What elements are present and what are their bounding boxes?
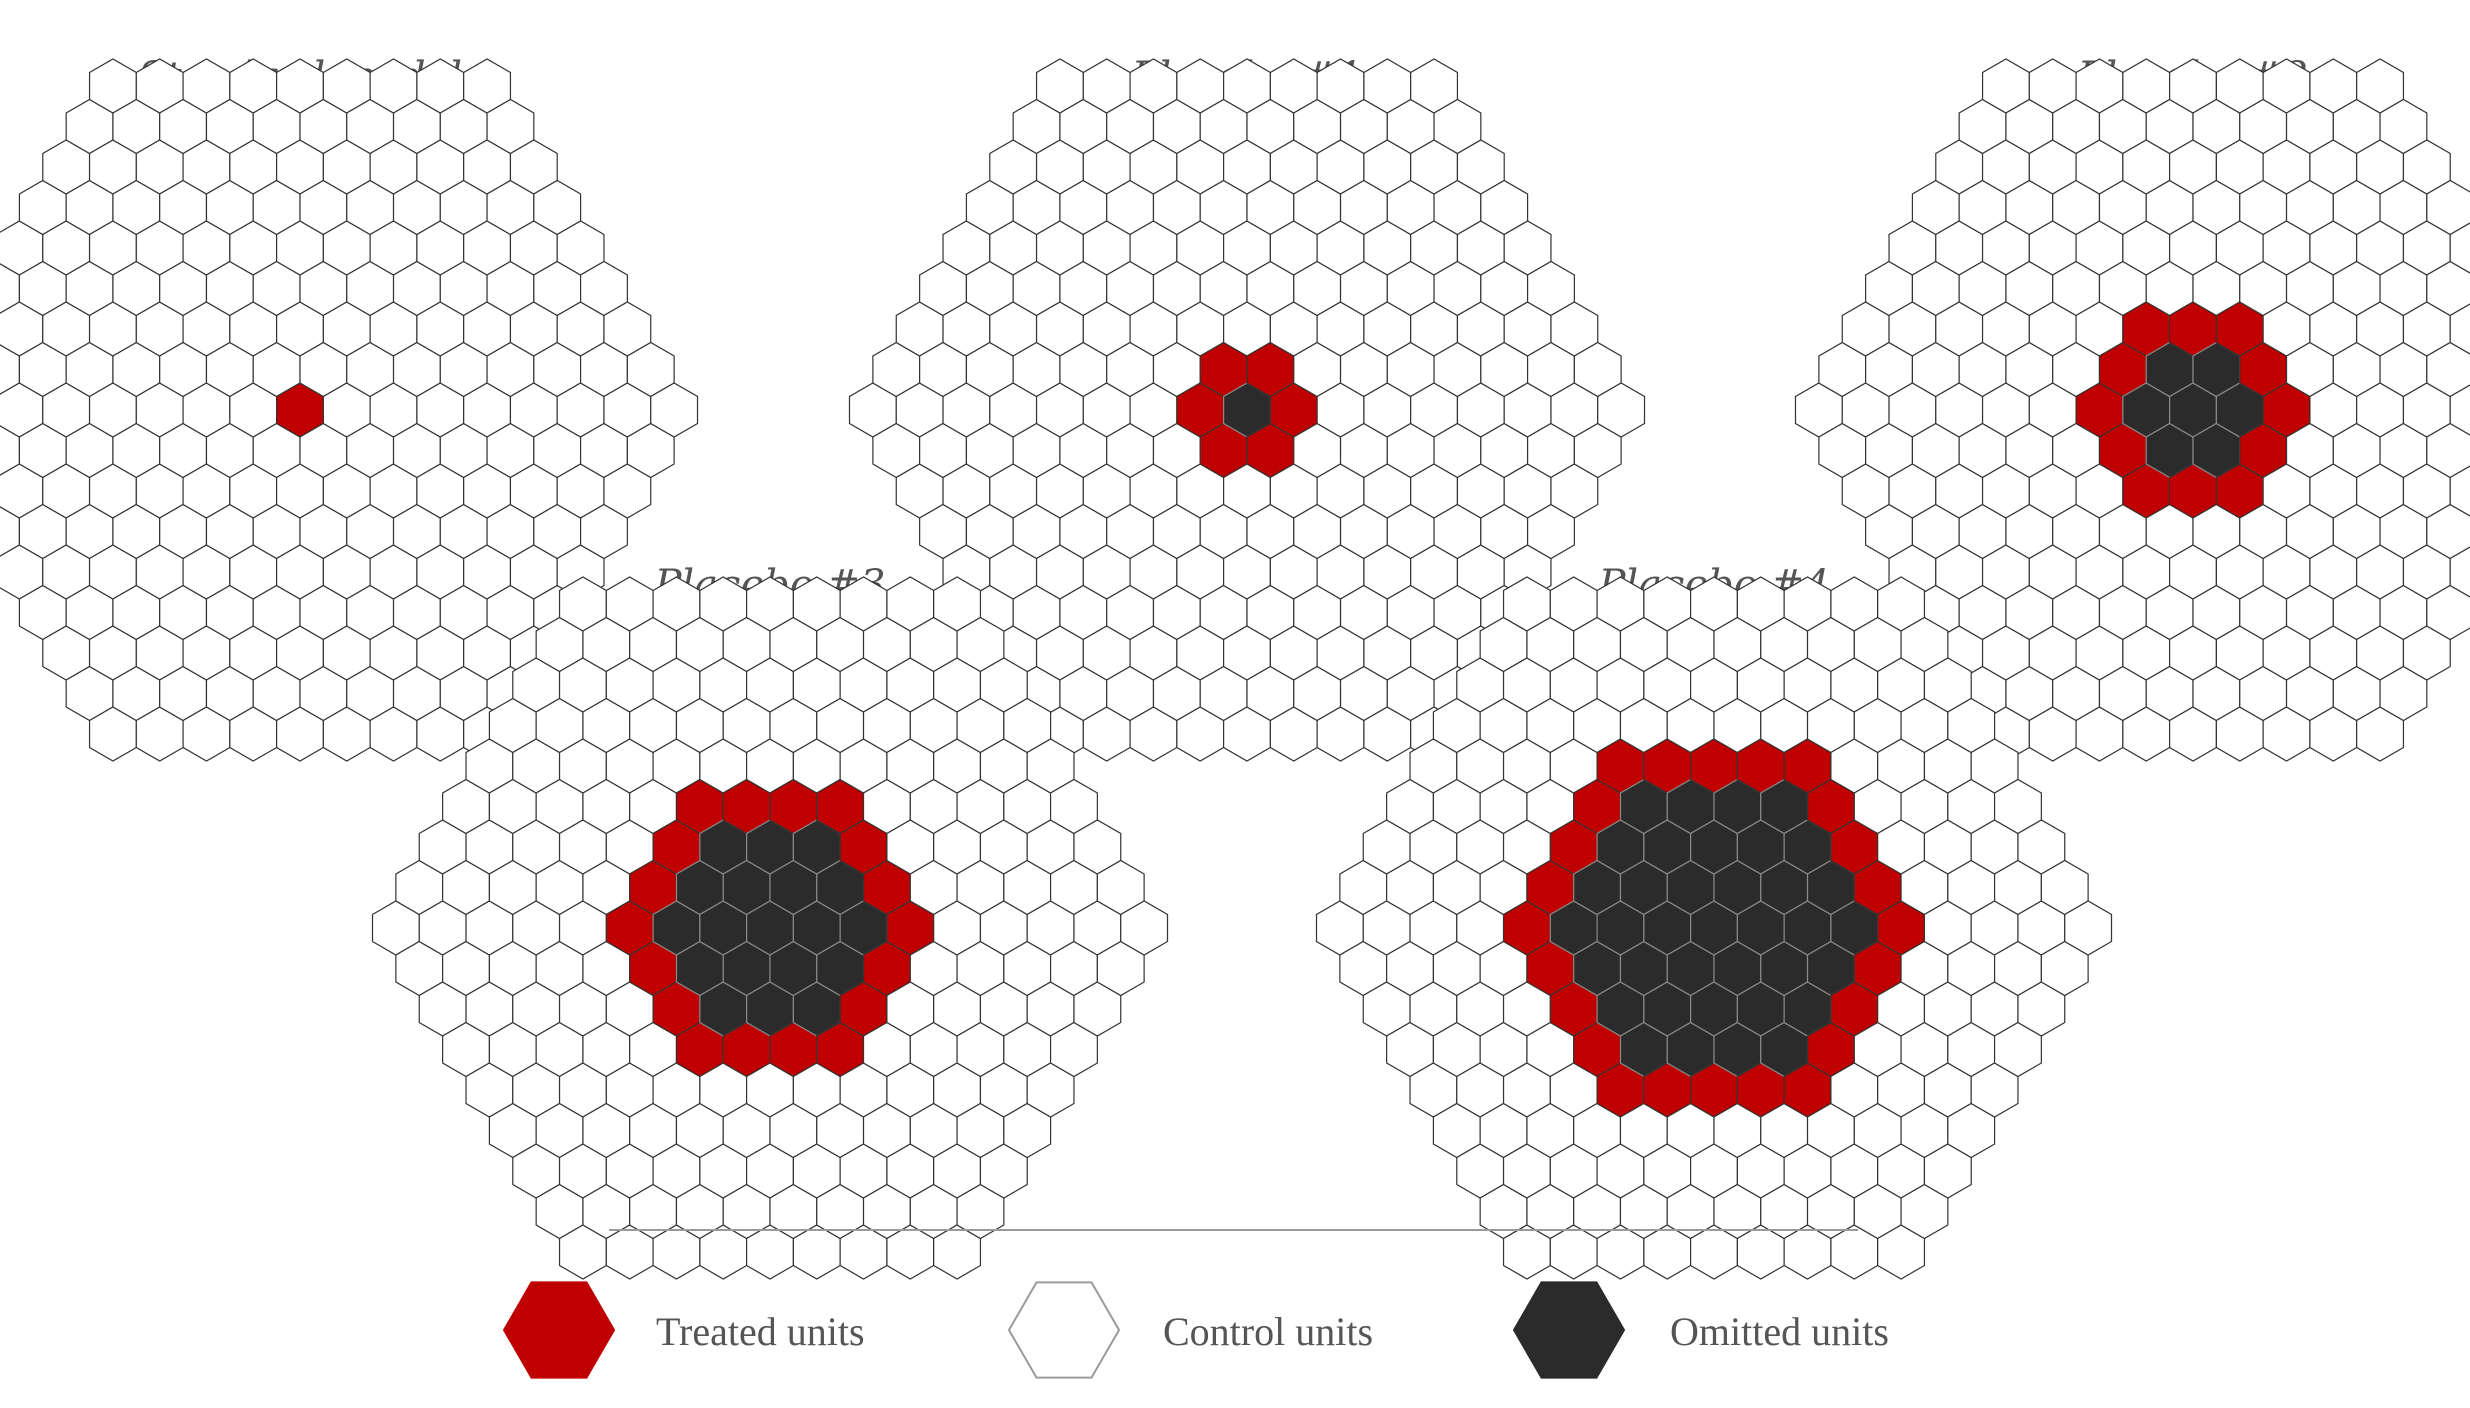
omitted-swatch-icon [1512, 1281, 1626, 1379]
hex-grid-placebo-4 [1315, 576, 2113, 1280]
legend-label-treated: Treated units [656, 1309, 865, 1354]
hex-cell-control [2064, 900, 2113, 956]
hex-grid-placebo-1 [848, 58, 1646, 762]
hex-grid-standard [0, 58, 699, 762]
hex-cell-control [1120, 900, 1169, 956]
hex-cell-control [2449, 303, 2470, 355]
legend-item-treated: Treated units [502, 1281, 865, 1379]
treated-swatch-icon [502, 1281, 616, 1379]
hex-cell-control [2426, 584, 2470, 641]
hex-cell-control [2449, 384, 2470, 436]
legend-label-control: Control units [1163, 1309, 1373, 1354]
legend-item-control: Control units [1007, 1281, 1373, 1379]
control-swatch-icon [1007, 1281, 1121, 1379]
legend-item-omitted: Omitted units [1512, 1281, 1889, 1379]
hex-cell-control [2449, 222, 2470, 274]
hex-cell-control [1597, 382, 1646, 438]
legend: Treated units Control units Omitted unit… [502, 1281, 1889, 1379]
hex-cell-control [2449, 465, 2470, 517]
legend-label-omitted: Omitted units [1670, 1309, 1889, 1354]
hex-cell-control [2449, 546, 2470, 598]
hex-grid-placebo-3 [371, 576, 1169, 1280]
hex-cell-control [650, 382, 699, 438]
hex-grid-placebo-2 [1794, 58, 2470, 762]
